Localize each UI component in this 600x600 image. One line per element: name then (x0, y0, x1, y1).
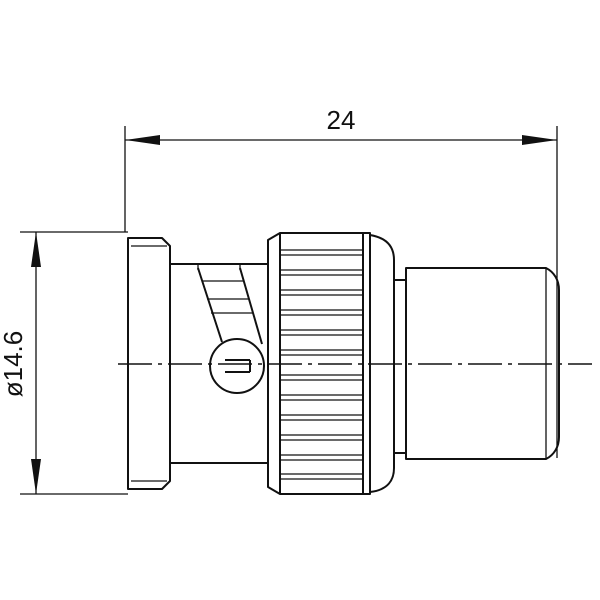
arrowhead-right (522, 135, 557, 145)
coupling-nut (267, 232, 395, 495)
diameter-label: ø14.6 (0, 331, 28, 398)
arrowhead-left (125, 135, 160, 145)
knurl-lines (280, 249, 363, 480)
front-flange (127, 237, 171, 490)
step-collar (394, 279, 407, 454)
diameter-dimension: ø14.6 (0, 231, 128, 495)
arrowhead-bottom (31, 459, 41, 494)
bayonet-slot (197, 267, 263, 345)
connector-body (127, 232, 560, 495)
arrowhead-top (31, 232, 41, 267)
length-dimension: 24 (124, 105, 558, 458)
bayonet-stud (209, 338, 265, 394)
length-label: 24 (327, 105, 356, 135)
